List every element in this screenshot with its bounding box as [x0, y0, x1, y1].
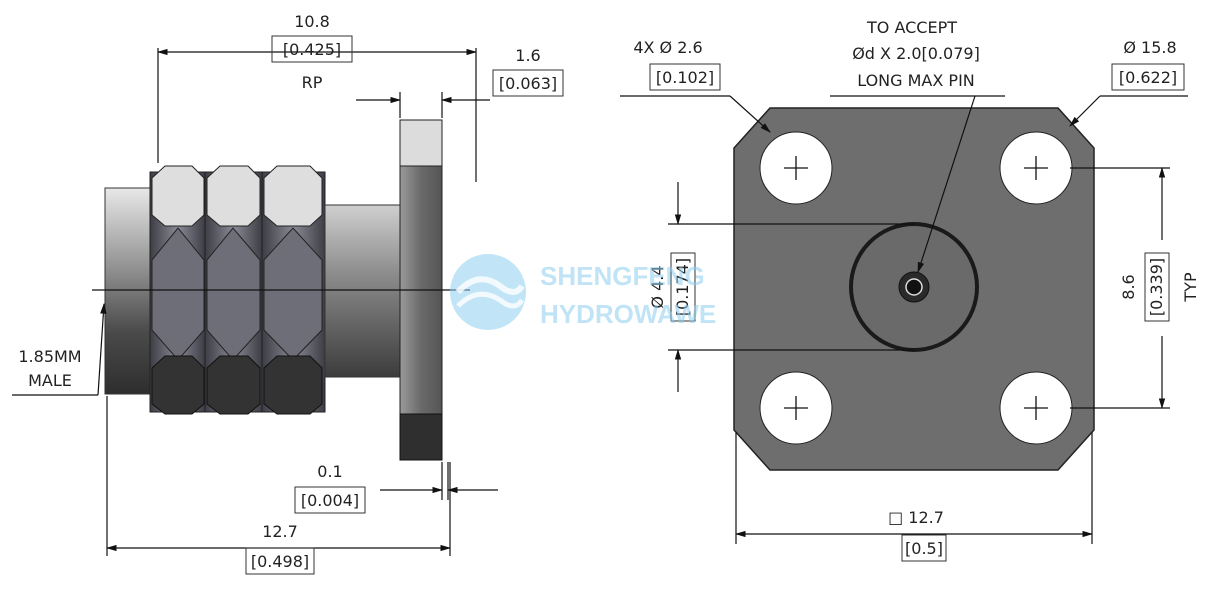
dim-hole-spacing-value: 8.6 — [1119, 274, 1138, 299]
watermark: SHENGFENG HYDROWAWE — [450, 254, 716, 330]
front-view: 4X Ø 2.6 [0.102] TO ACCEPT Ød X 2.0[0.07… — [620, 18, 1200, 562]
dim-flange-thickness-inch: [0.063] — [499, 74, 557, 93]
connector-barrel — [324, 204, 404, 378]
dim-gap-value: 0.1 — [317, 462, 342, 481]
pin-callout-line2: Ød X 2.0[0.079] — [852, 44, 980, 63]
dim-overall-length-value: 10.8 — [294, 12, 330, 31]
mounting-holes — [759, 131, 1073, 445]
connector-label-line2: MALE — [28, 371, 72, 390]
dim-dielectric-inch: [0.174] — [673, 258, 692, 316]
connector-sleeve — [104, 187, 156, 395]
corner-callout-line2: [0.622] — [1119, 68, 1177, 87]
corner-callout-line1: Ø 15.8 — [1123, 38, 1176, 57]
connector-label-line1: 1.85MM — [18, 347, 81, 366]
hole-callout-line1: 4X Ø 2.6 — [633, 38, 702, 57]
watermark-line1: SHENGFENG — [540, 261, 705, 291]
dim-total-length-value: 12.7 — [262, 522, 298, 541]
coupling-nut — [149, 165, 326, 415]
dim-overall-length-note: RP — [302, 73, 323, 92]
hole-callout-line2: [0.102] — [656, 68, 714, 87]
watermark-logo — [450, 254, 526, 330]
dim-flange-thickness-value: 1.6 — [515, 46, 540, 65]
pin-callout-line3: LONG MAX PIN — [857, 71, 975, 90]
dim-overall-length-inch: [0.425] — [283, 40, 341, 59]
pin-callout-line1: TO ACCEPT — [866, 18, 957, 37]
dim-gap-inch: [0.004] — [301, 491, 359, 510]
dim-flange-width-value: □ 12.7 — [888, 508, 944, 527]
dim-flange-width-inch: [0.5] — [905, 539, 943, 558]
dim-hole-spacing-note: TYP — [1181, 272, 1200, 303]
watermark-line2: HYDROWAWE — [540, 299, 716, 329]
dim-total-length-inch: [0.498] — [251, 552, 309, 571]
side-view: 10.8 [0.425] RP 1.6 [0.063] 0.1 [0.004] … — [12, 12, 564, 575]
dim-dielectric-value: Ø 4.4 — [648, 265, 667, 308]
dim-hole-spacing-inch: [0.339] — [1147, 258, 1166, 316]
